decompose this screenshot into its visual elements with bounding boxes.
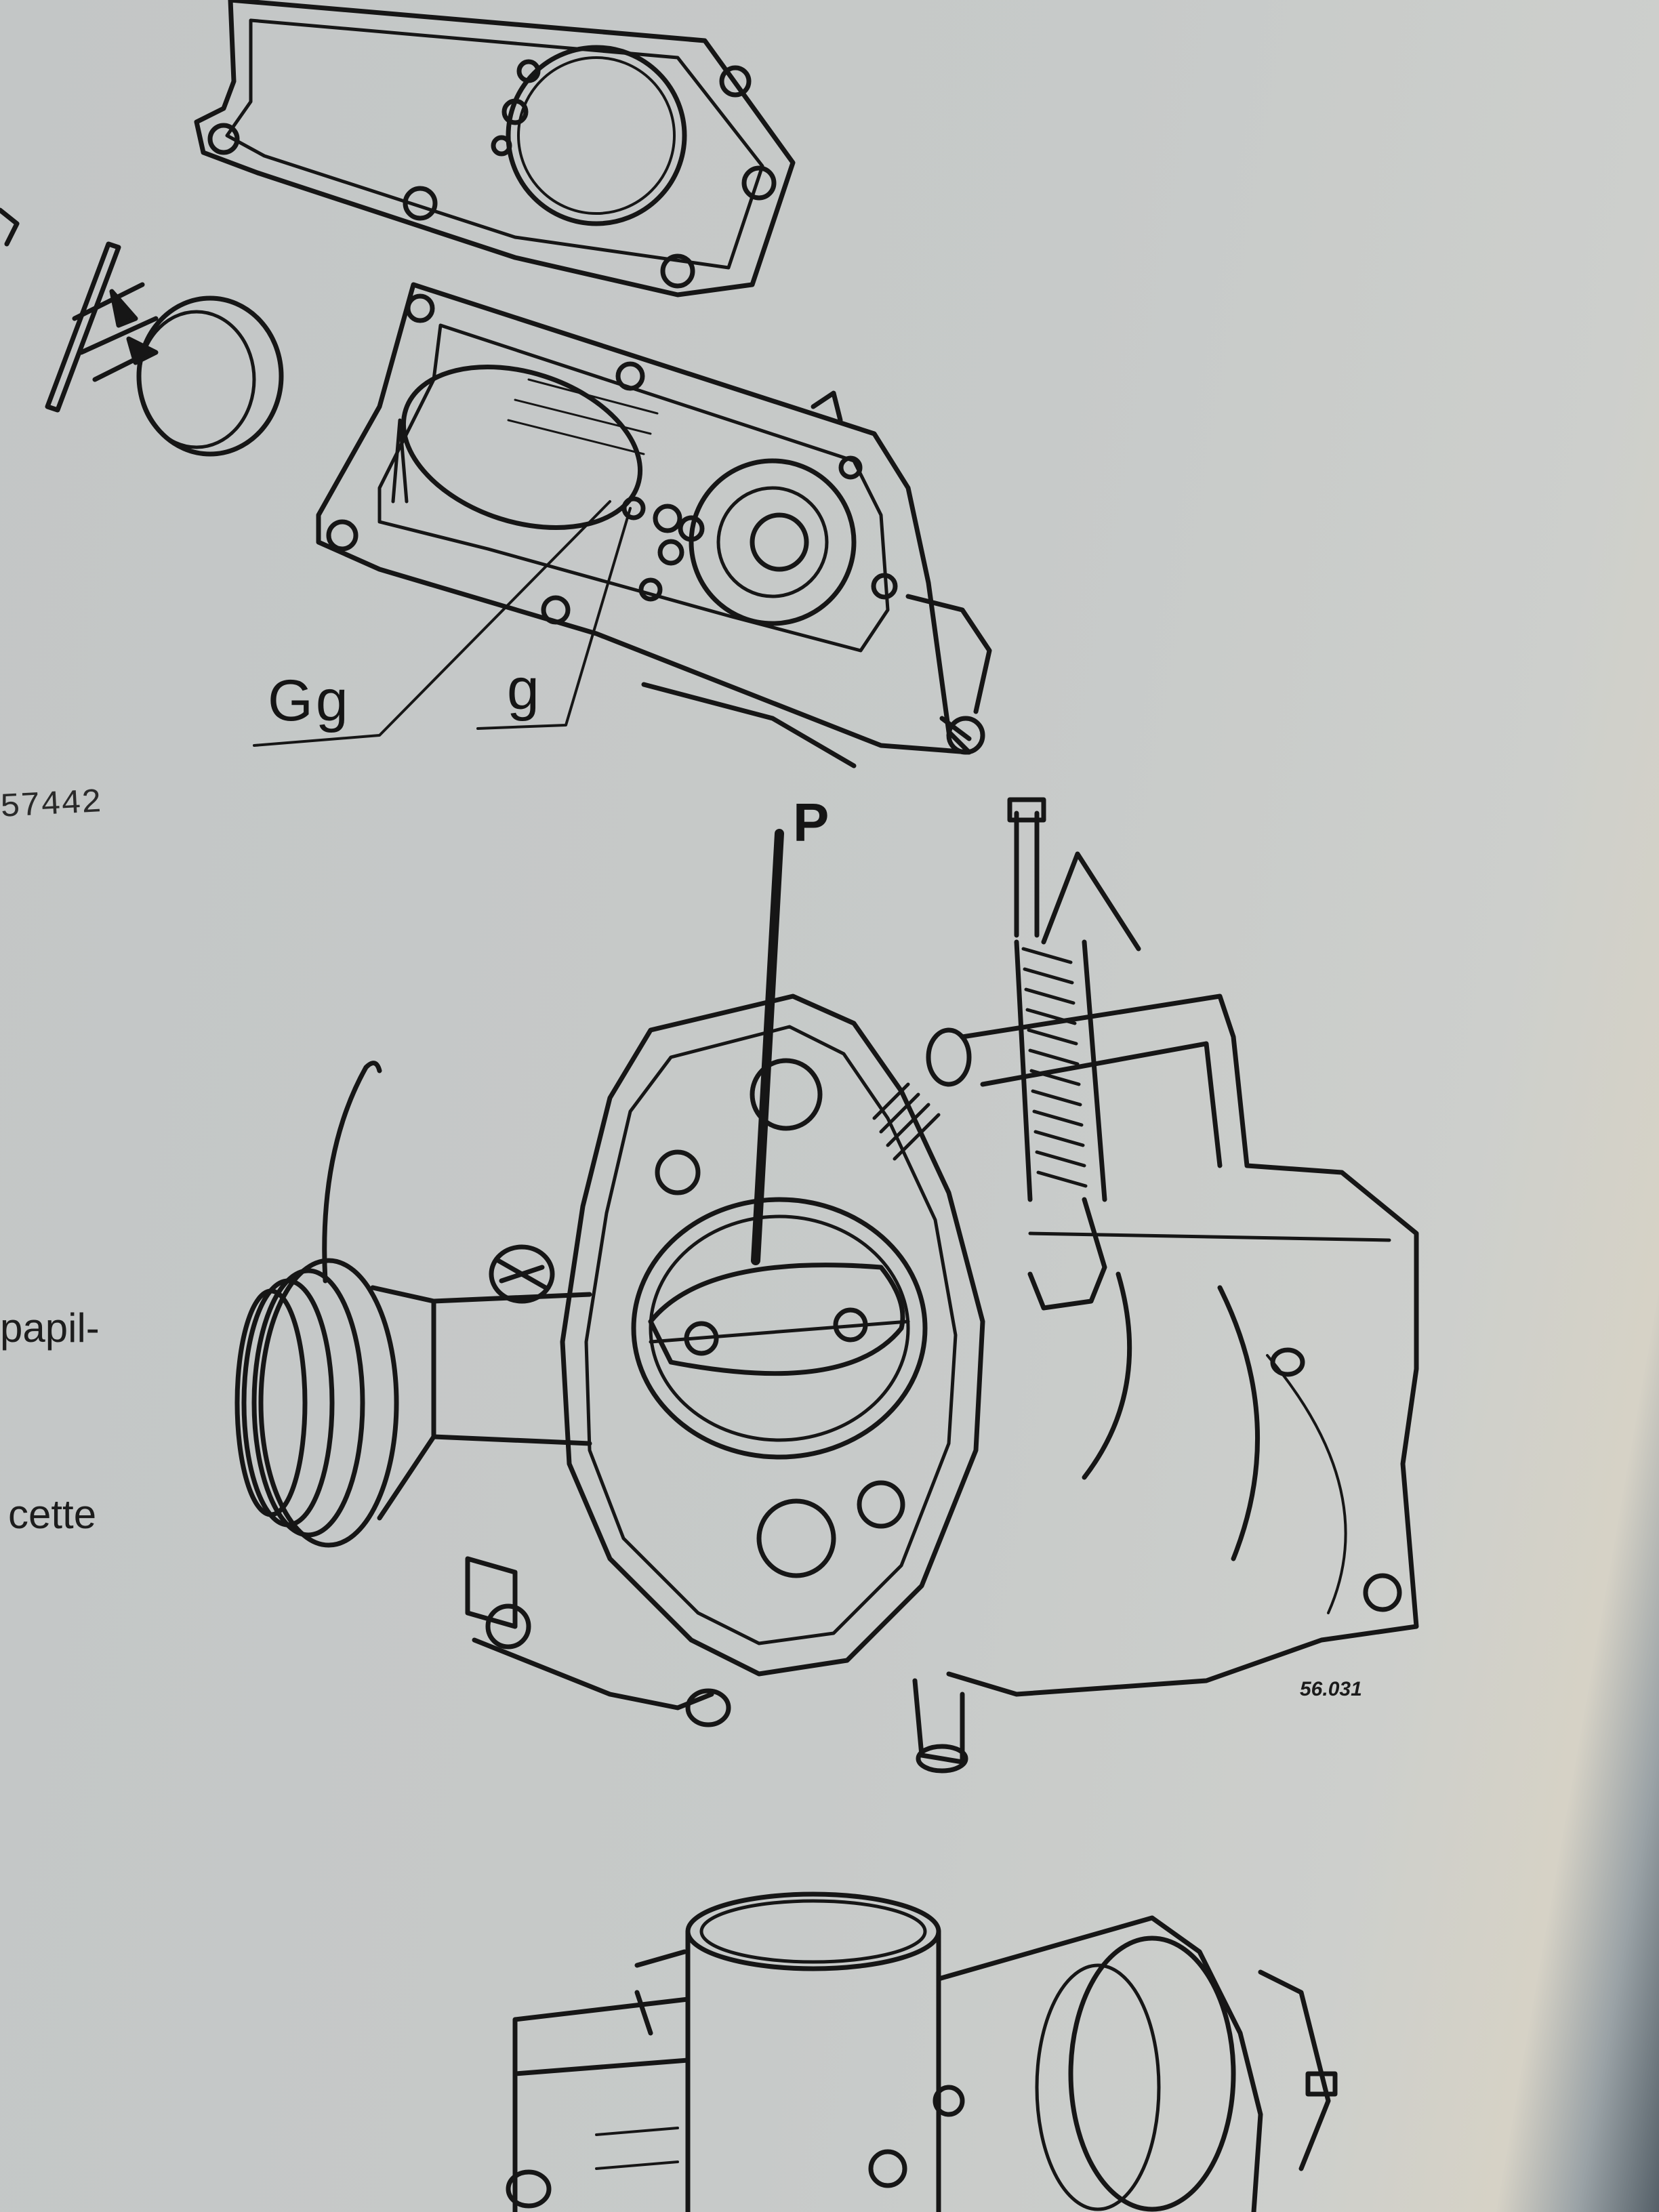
diaphragm-drawing [0,207,284,457]
figure-number-middle: 56.031 [1300,1678,1362,1700]
gasket-drawing [194,0,796,298]
leader-lines [253,500,632,747]
body-text-line-2: cette [8,1492,97,1537]
bottom-carburetor-drawing [506,1891,1338,2212]
label-Gg: Gg [268,668,351,733]
body-text-line-1: papil- [0,1305,100,1351]
label-P: P [793,792,830,853]
carburetor-drawing [234,797,1419,1774]
label-g: g [507,657,539,722]
cover-plate-drawing [316,282,992,769]
pointer-P [751,829,784,1265]
figure-number-top: 57442 [0,783,103,827]
